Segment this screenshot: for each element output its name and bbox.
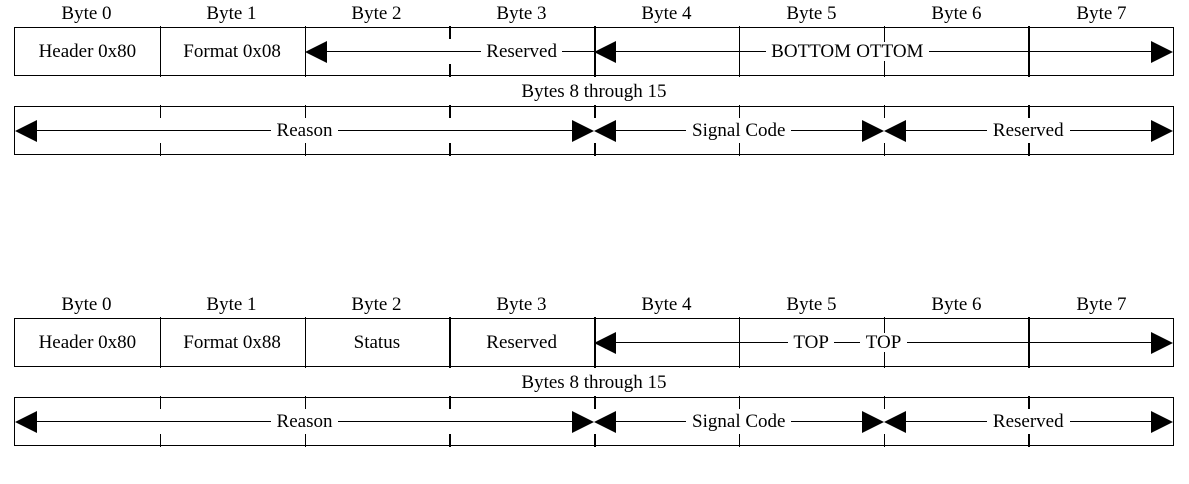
byte-cell-2: Status xyxy=(304,317,450,368)
field-arrow-head-right-0 xyxy=(572,410,594,433)
field-label-1: Signal Code xyxy=(686,121,792,140)
field-arrow-head-right-2 xyxy=(1151,410,1174,433)
byte-cell-5: BOTTOM xyxy=(738,26,884,77)
field-arrow-line-b-0 xyxy=(338,129,572,132)
byte-header-row: Byte 0 Byte 1 Byte 2 Byte 3 Byte 4 Byte 5 Byte… xyxy=(14,291,1174,318)
field-arrow-line-a-1 xyxy=(616,129,687,132)
byte-cell-3: Reserved xyxy=(449,317,594,368)
byte-cell-4 xyxy=(594,317,739,368)
byte-header-label-5: Byte 5 xyxy=(786,294,837,315)
packet-diagram-bottom: Byte 0 Byte 1 Byte 2 Byte 3 Byte 4 Byte 5 Byte… xyxy=(14,0,1174,156)
byte-header-label-5: Byte 5 xyxy=(786,3,837,24)
byte-cell-0: Header 0x80 xyxy=(15,319,160,366)
field-arrow-head-left-0 xyxy=(15,119,37,142)
byte-cell-6 xyxy=(883,26,1029,77)
field-reason: Reason xyxy=(15,396,594,447)
byte-cell-label-1: Format 0x88 xyxy=(178,333,286,352)
byte-header-label-3: Byte 3 xyxy=(496,3,547,24)
field-arrow-line-a-1 xyxy=(616,420,687,423)
byte-cell-7 xyxy=(1028,26,1173,77)
byte-header-label-7: Byte 7 xyxy=(1076,3,1127,24)
field-arrow-line-b-2 xyxy=(1069,420,1152,423)
field-reserved: Reserved xyxy=(883,396,1174,447)
byte-header-label-6: Byte 6 xyxy=(931,294,982,315)
field-reserved: Reserved xyxy=(883,105,1174,156)
field-arrow-line-a-0 xyxy=(37,129,271,132)
section-caption-0: Bytes 8 through 15 xyxy=(521,80,667,102)
field-arrow-head-right-1 xyxy=(861,410,884,433)
field-signal-code: Signal Code xyxy=(594,105,884,156)
byte-cell-label-3: Reserved xyxy=(481,333,562,352)
byte-cell-0: Header 0x80 xyxy=(15,28,160,75)
byte-header-label-4: Byte 4 xyxy=(641,3,692,24)
field-arrow-head-left-0 xyxy=(15,410,37,433)
byte-cell-1: Format 0x08 xyxy=(159,26,305,77)
field-arrow-head-right-1 xyxy=(861,119,884,142)
byte-cell-label-0: Header 0x80 xyxy=(33,42,142,61)
field-reason: Reason xyxy=(15,105,594,156)
byte-cell-5: TOP xyxy=(738,317,884,368)
byte-cell-label-5: BOTTOM xyxy=(766,42,857,61)
field-label-0: Reason xyxy=(270,412,339,431)
field-arrow-line-b-2 xyxy=(1069,129,1152,132)
field-arrow-head-left-1 xyxy=(594,410,616,433)
field-arrow-line-b-1 xyxy=(791,129,862,132)
field-arrow-head-left-1 xyxy=(594,119,616,142)
field-label-1: Signal Code xyxy=(686,412,792,431)
byte-header-label-0: Byte 0 xyxy=(61,3,112,24)
field-signal-code: Signal Code xyxy=(594,396,884,447)
field-arrow-line-a-2 xyxy=(905,129,987,132)
field-arrow-line-b-0 xyxy=(338,420,572,423)
byte-header-label-2: Byte 2 xyxy=(351,294,402,315)
field-arrow-head-right-0 xyxy=(572,119,594,142)
packet-row-bytes-8-15: Reason Signal Code Reserved xyxy=(14,105,1174,156)
byte-header-row: Byte 0 Byte 1 Byte 2 Byte 3 Byte 4 Byte 5 Byte… xyxy=(14,0,1174,27)
byte-cell-6 xyxy=(883,317,1029,368)
byte-cell-label-0: Header 0x80 xyxy=(33,333,142,352)
byte-header-label-0: Byte 0 xyxy=(61,294,112,315)
field-arrow-head-right-2 xyxy=(1151,119,1174,142)
byte-cell-label-5: TOP xyxy=(788,333,834,352)
field-arrow-line-a-0 xyxy=(37,420,271,423)
byte-header-label-7: Byte 7 xyxy=(1076,294,1127,315)
byte-cell-4 xyxy=(594,26,739,77)
byte-header-label-1: Byte 1 xyxy=(206,3,257,24)
packet-diagram-top: Byte 0 Byte 1 Byte 2 Byte 3 Byte 4 Byte 5 Byte… xyxy=(14,291,1174,447)
byte-header-label-2: Byte 2 xyxy=(351,3,402,24)
byte-header-label-6: Byte 6 xyxy=(931,3,982,24)
field-arrow-head-left-2 xyxy=(883,119,906,142)
byte-cell-1: Format 0x88 xyxy=(159,317,305,368)
field-label-2: Reserved xyxy=(986,121,1070,140)
field-label-0: Reason xyxy=(270,121,339,140)
field-label-2: Reserved xyxy=(986,412,1070,431)
byte-cell-2 xyxy=(304,26,450,77)
section-caption-1: Bytes 8 through 15 xyxy=(521,371,667,393)
byte-header-label-4: Byte 4 xyxy=(641,294,692,315)
byte-header-label-1: Byte 1 xyxy=(206,294,257,315)
byte-cell-7 xyxy=(1028,317,1173,368)
field-arrow-head-left-2 xyxy=(883,410,906,433)
byte-cell-label-2: Status xyxy=(348,333,406,352)
byte-cell-3: Reserved xyxy=(449,26,594,77)
field-arrow-line-a-2 xyxy=(905,420,987,423)
packet-row-bytes-8-15: Reason Signal Code Reserved xyxy=(14,396,1174,447)
byte-header-label-3: Byte 3 xyxy=(496,294,547,315)
byte-cell-label-1: Format 0x08 xyxy=(178,42,286,61)
byte-cell-label-3: Reserved xyxy=(481,42,562,61)
field-arrow-line-b-1 xyxy=(791,420,862,423)
